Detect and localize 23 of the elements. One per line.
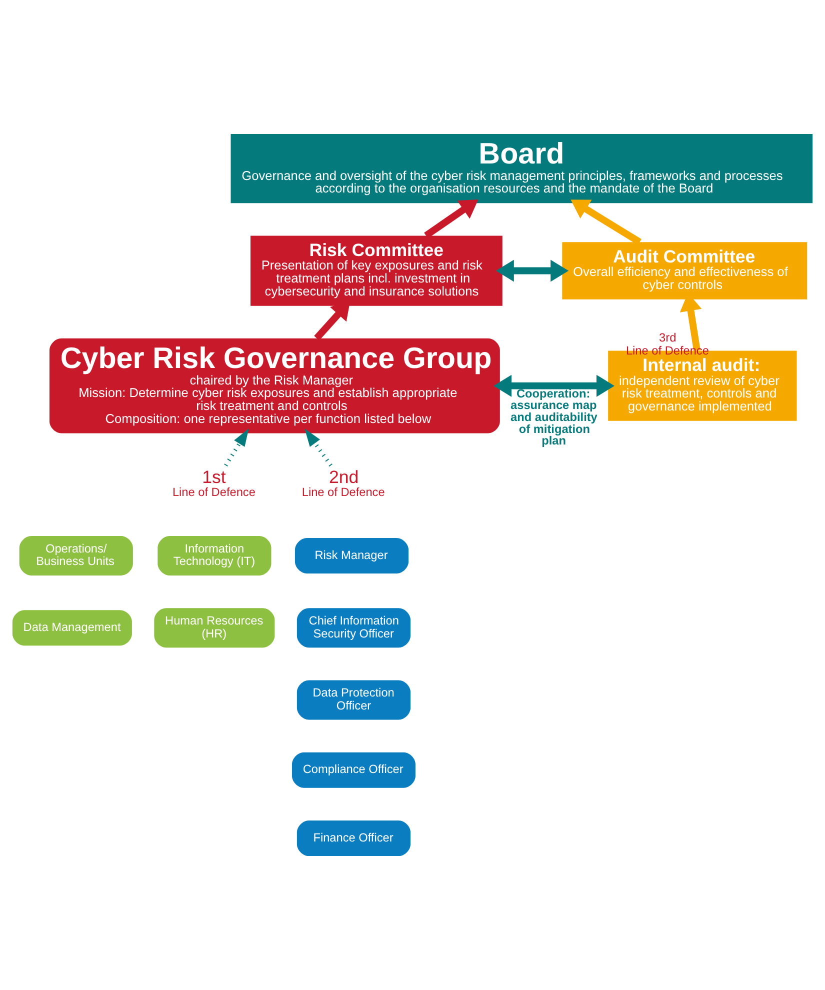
node-text: 1st Line of Defence — [172, 467, 256, 500]
edge-label: Cooperation: assurance map and auditability of mitigation plan — [510, 386, 598, 448]
node-label: 3rd — [659, 330, 676, 345]
arrow — [304, 428, 332, 467]
node-box: Cyber Risk Governance Group chaired by the Risk Manager Mission: Determine cyber risk exposures and establish appropriate risk treatment and controls Composition: one representative per function listed below — [49, 338, 500, 434]
node-box: Finance Officer — [296, 820, 411, 856]
arrow — [224, 428, 249, 466]
node-box: Audit Committee Overall efficiency and effectiveness of cyber controls — [562, 242, 808, 300]
node-box: Compliance Officer — [292, 752, 416, 788]
arrow — [494, 374, 614, 397]
node-box: Human Resources (HR) — [154, 608, 275, 648]
node-box: Risk Committee Presentation of key exposures and risk treatment plans incl. investment in cybersecurity and insurance solutions — [250, 236, 502, 306]
arrow — [570, 200, 642, 246]
node-box: Board Governance and oversight of the cyber risk management principles, frameworks and processes according to the organisation resources and the mandate of the Board — [230, 134, 813, 204]
node-text: 2nd Line of Defence — [302, 467, 385, 500]
node-box: Chief Information Security Officer — [296, 608, 411, 648]
node-box: Operations/ Business Units — [19, 536, 133, 576]
arrow — [496, 260, 569, 282]
node-box: Information Technology (IT) — [158, 536, 272, 576]
node-box: Data Management — [12, 610, 132, 646]
arrow — [424, 199, 478, 238]
node-box: Data Protection Officer — [296, 680, 411, 720]
node-box: Risk Manager — [294, 538, 409, 574]
